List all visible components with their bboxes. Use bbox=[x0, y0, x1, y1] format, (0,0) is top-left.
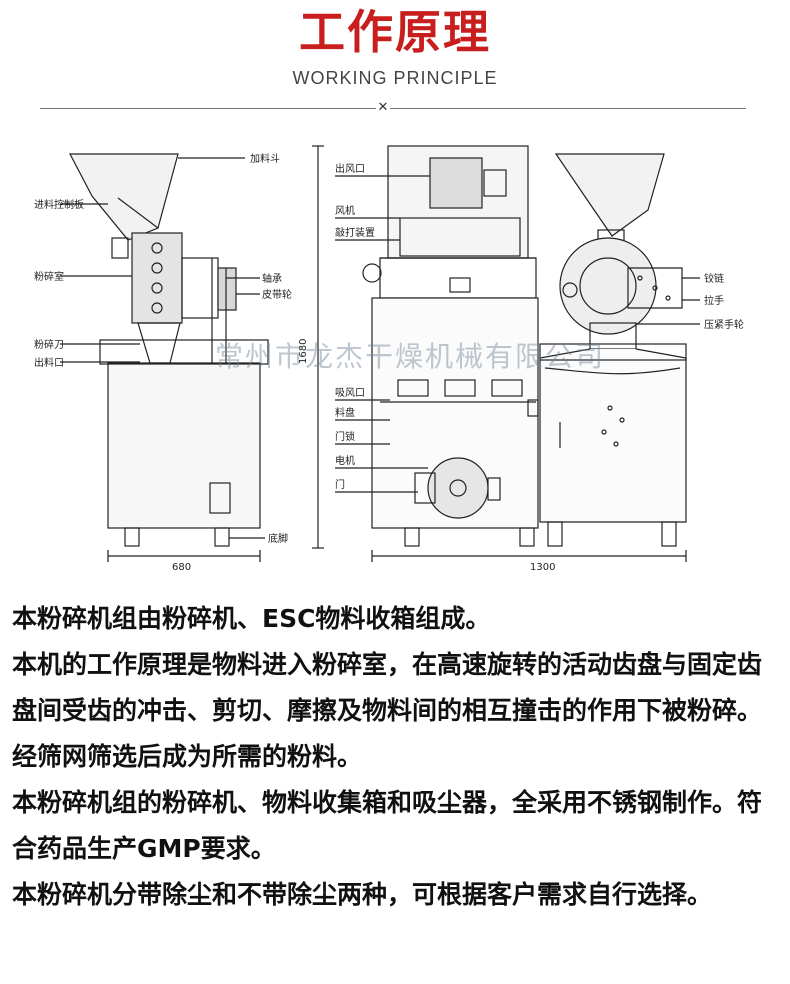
divider-cross-icon: ✕ bbox=[376, 100, 390, 115]
left-view-labels: 加料斗 进料控制板 粉碎室 轴承 皮带轮 粉碎刀 出料口 底脚 680 bbox=[34, 152, 292, 573]
label-fan: 风机 bbox=[335, 204, 355, 217]
description-paragraph-1: 本粉碎机组由粉碎机、ESC物料收箱组成。 bbox=[12, 604, 491, 633]
label-door-lock: 门锁 bbox=[335, 430, 355, 443]
label-base-foot: 底脚 bbox=[268, 532, 288, 545]
dim-left-width: 680 bbox=[172, 562, 191, 573]
label-rapping-device: 敲打装置 bbox=[335, 226, 375, 239]
label-belt-pulley: 皮带轮 bbox=[262, 288, 292, 301]
title-divider bbox=[40, 108, 746, 109]
right-view bbox=[539, 153, 700, 547]
label-material-tray: 料盘 bbox=[335, 406, 355, 419]
label-grinding-chamber: 粉碎室 bbox=[34, 270, 64, 283]
left-view bbox=[60, 153, 269, 562]
label-motor: 电机 bbox=[335, 454, 355, 467]
label-handle: 拉手 bbox=[704, 294, 724, 307]
page-subtitle: WORKING PRINCIPLE bbox=[292, 68, 498, 88]
description-paragraph-3: 本粉碎机组的粉碎机、物料收集箱和吸尘器，全采用不锈钢制作。符合药品生产GMP要求… bbox=[12, 788, 763, 863]
description: 本粉碎机组由粉碎机、ESC物料收箱组成。 本机的工作原理是物料进入粉碎室，在高速… bbox=[12, 596, 782, 918]
page-title: 工作原理 bbox=[299, 5, 491, 59]
machine-drawing: 加料斗 进料控制板 粉碎室 轴承 皮带轮 粉碎刀 出料口 底脚 680 出风口 … bbox=[34, 145, 744, 573]
label-suction-port: 吸风口 bbox=[335, 387, 365, 399]
middle-view-labels: 出风口 风机 敲打装置 吸风口 料盘 门锁 电机 门 1680 1300 bbox=[298, 162, 555, 573]
label-hinge: 铰链 bbox=[704, 272, 724, 285]
description-paragraph-2: 本机的工作原理是物料进入粉碎室，在高速旋转的活动齿盘与固定齿盘间受齿的冲击、剪切… bbox=[12, 650, 763, 771]
label-clamp-wheel: 压紧手轮 bbox=[704, 318, 744, 331]
label-bearing: 轴承 bbox=[262, 272, 282, 285]
right-view-labels: 铰链 拉手 压紧手轮 bbox=[704, 272, 744, 331]
dim-total-width: 1300 bbox=[530, 562, 555, 573]
company-watermark: 常州市龙杰干燥机械有限公司 bbox=[214, 340, 605, 373]
label-hopper: 加料斗 bbox=[250, 152, 280, 165]
dim-height: 1680 bbox=[298, 339, 309, 364]
label-outlet: 出料口 bbox=[34, 356, 64, 369]
label-grinding-blade: 粉碎刀 bbox=[34, 338, 64, 351]
label-air-outlet: 出风口 bbox=[335, 162, 365, 175]
label-feed-control-plate: 进料控制板 bbox=[34, 198, 84, 211]
middle-view bbox=[312, 145, 687, 562]
label-door: 门 bbox=[335, 478, 345, 491]
description-paragraph-4: 本粉碎机分带除尘和不带除尘两种，可根据客户需求自行选择。 bbox=[12, 880, 713, 909]
